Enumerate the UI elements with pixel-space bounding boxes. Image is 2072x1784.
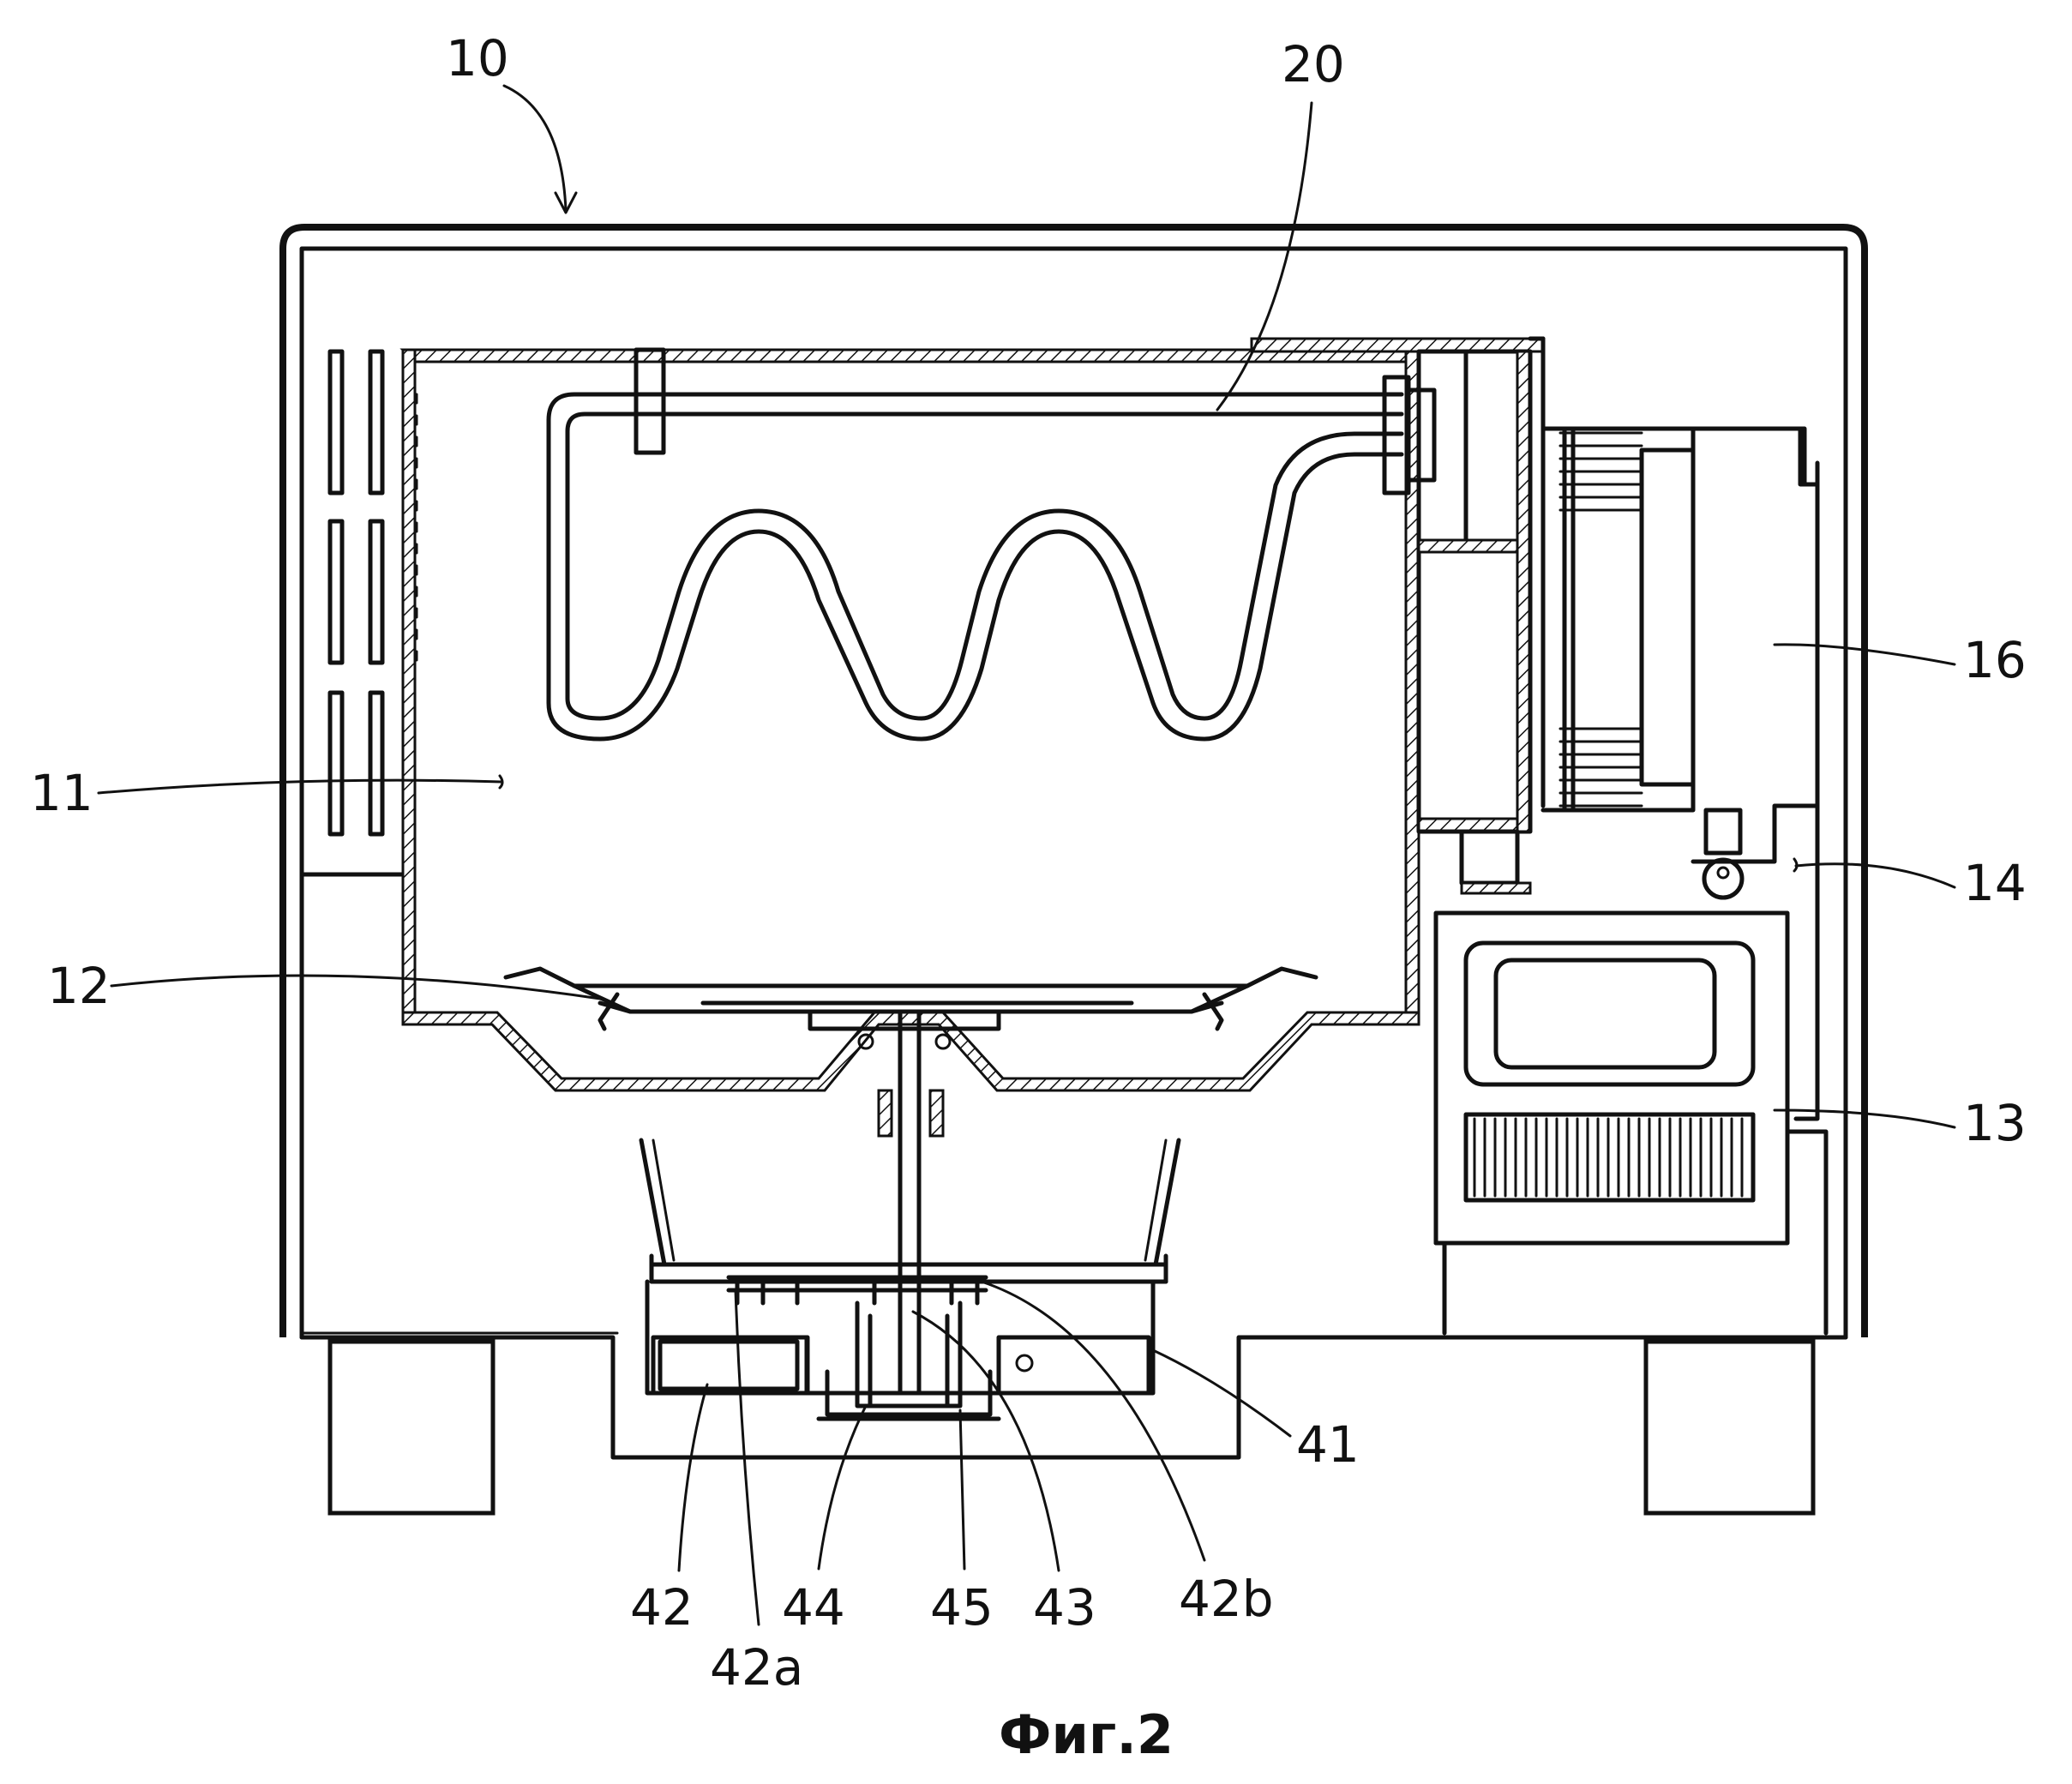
waveguide-assembly — [1250, 336, 1546, 895]
leader-42b — [980, 1280, 1206, 1562]
label-16: 16 — [1963, 631, 2027, 689]
leader-lines — [97, 84, 1956, 1626]
reference-labels: 10 20 11 12 16 14 13 41 42 42a 44 45 43 … — [30, 29, 2027, 1697]
leader-43 — [911, 1310, 1060, 1572]
motor-assembly — [645, 1275, 1156, 1421]
leader-16 — [1773, 643, 1956, 666]
leader-12 — [110, 974, 602, 1000]
leader-44 — [817, 1404, 868, 1571]
electrical-compartment — [1746, 426, 1820, 1121]
label-42a: 42a — [710, 1638, 803, 1697]
drive-shaft — [898, 1009, 922, 1396]
leader-42a — [734, 1288, 760, 1626]
leader-41 — [1151, 1349, 1292, 1438]
feet — [327, 1339, 1816, 1516]
turntable-tray — [503, 966, 1318, 1050]
cooking-cavity — [399, 348, 1420, 1138]
leader-11 — [97, 778, 503, 795]
label-11: 11 — [30, 764, 93, 822]
magnetron — [1540, 426, 1820, 900]
transformer — [1433, 910, 1829, 1336]
label-42b: 42b — [1179, 1570, 1274, 1628]
label-20: 20 — [1282, 35, 1345, 93]
label-14: 14 — [1963, 854, 2027, 912]
leader-42 — [677, 1383, 709, 1572]
leader-20 — [1216, 101, 1313, 411]
leader-14 — [1794, 862, 1956, 889]
label-13: 13 — [1963, 1094, 2027, 1152]
label-45: 45 — [930, 1578, 994, 1637]
arrowhead-10 — [554, 191, 578, 214]
leader-10 — [502, 84, 568, 212]
label-42: 42 — [630, 1578, 694, 1637]
outer-casing — [279, 224, 1868, 1460]
label-10: 10 — [446, 29, 509, 87]
motor-bracket — [639, 1138, 1181, 1284]
figure-caption: Фиг.2 — [999, 1703, 1174, 1766]
label-12: 12 — [47, 957, 111, 1015]
leader-45 — [958, 1409, 966, 1571]
label-44: 44 — [782, 1578, 845, 1637]
label-43: 43 — [1033, 1578, 1096, 1637]
leader-13 — [1773, 1108, 1956, 1129]
vent-slots — [299, 349, 405, 877]
label-41: 41 — [1296, 1415, 1360, 1474]
tilde-marks — [498, 774, 1799, 873]
heater-element — [546, 347, 1437, 742]
